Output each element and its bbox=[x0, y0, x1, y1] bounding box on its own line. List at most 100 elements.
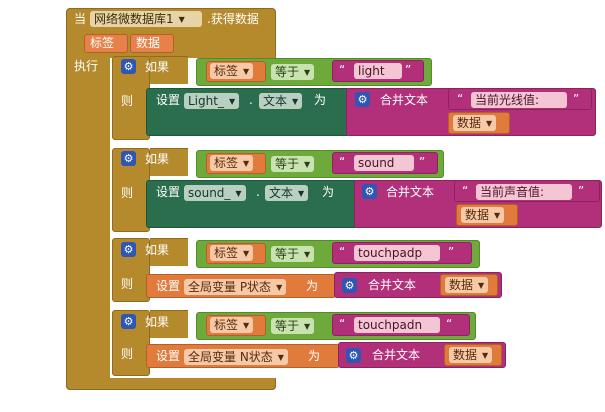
then-label: 则 bbox=[121, 347, 134, 361]
tag-dropdown-4-label: 标签 bbox=[214, 318, 239, 332]
join-var-field-2[interactable]: 数据▼ bbox=[461, 207, 505, 223]
join-var-field-1[interactable]: 数据 ▼ bbox=[453, 115, 497, 131]
join-label-3: 合并文本 bbox=[368, 278, 417, 292]
param-tag-label: 标签 bbox=[90, 36, 115, 50]
var-field-4[interactable]: 全局变量 N状态 ▼ bbox=[184, 349, 288, 365]
then-label: 则 bbox=[121, 277, 134, 291]
op-dropdown-4-label: 等于 bbox=[275, 319, 300, 333]
quote-open-1b: “ bbox=[457, 92, 464, 106]
join-var-field-3[interactable]: 数据 ▼ bbox=[445, 277, 489, 293]
component-field-1-label: Light_ bbox=[188, 94, 224, 108]
chevron-down-icon: ▼ bbox=[228, 96, 236, 106]
component-dropdown-label: 网络微数据库1 bbox=[94, 12, 174, 26]
gear-icon[interactable]: ⚙ bbox=[346, 348, 361, 363]
when-label: 当 bbox=[74, 12, 87, 26]
quote-open-2: “ bbox=[339, 155, 346, 169]
join-var-field-2-label: 数据 bbox=[465, 208, 490, 222]
chevron-down-icon: ▼ bbox=[482, 350, 489, 360]
chevron-down-icon: ▼ bbox=[486, 118, 493, 128]
var-field-3-label: 全局变量 P状态 bbox=[188, 280, 272, 294]
join-text-field-2[interactable]: 当前声音值: bbox=[476, 184, 572, 200]
chevron-down-icon: ▼ bbox=[298, 188, 305, 198]
quote-close-4: “ bbox=[446, 317, 453, 331]
gear-icon[interactable]: ⚙ bbox=[121, 151, 136, 166]
chevron-down-icon: ▼ bbox=[243, 158, 250, 168]
tag-dropdown-4[interactable]: 标签 ▼ bbox=[210, 317, 254, 333]
op-dropdown-2[interactable]: 等于▼ bbox=[271, 156, 315, 172]
prop-field-1-label: 文本 bbox=[263, 94, 288, 108]
param-data[interactable]: 数据 bbox=[130, 34, 174, 53]
component-field-2[interactable]: sound_ ▼ bbox=[184, 185, 246, 201]
quote-open-4: “ bbox=[339, 317, 346, 331]
quote-close-1: ” bbox=[405, 63, 412, 77]
tag-dropdown-3[interactable]: 标签▼ bbox=[210, 245, 254, 261]
chevron-down-icon: ▼ bbox=[277, 352, 284, 362]
then-label: 则 bbox=[121, 186, 134, 200]
param-data-label: 数据 bbox=[136, 36, 161, 50]
gear-icon[interactable]: ⚙ bbox=[342, 278, 357, 293]
join-var-field-1-label: 数据 bbox=[457, 116, 482, 130]
to-label-3: 为 bbox=[306, 279, 319, 293]
text-field-3-value: touchpadp bbox=[358, 246, 423, 260]
quote-close-2b: ” bbox=[578, 184, 585, 198]
prop-field-2[interactable]: 文本▼ bbox=[265, 185, 309, 201]
op-dropdown-1[interactable]: 等于▼ bbox=[271, 64, 315, 80]
op-dropdown-3[interactable]: 等于▼ bbox=[271, 246, 315, 262]
do-label: 执行 bbox=[74, 59, 99, 73]
set-label-4: 设置 bbox=[156, 349, 181, 363]
event-name-label: .获得数据 bbox=[207, 12, 259, 26]
text-field-3[interactable]: touchpadp bbox=[354, 245, 440, 261]
if-block-4-header bbox=[150, 310, 188, 338]
join-var-field-3-label: 数据 bbox=[449, 278, 474, 292]
op-dropdown-3-label: 等于 bbox=[275, 247, 300, 261]
join-var-field-4[interactable]: 数据 ▼ bbox=[449, 347, 493, 363]
text-field-1-value: light bbox=[358, 64, 385, 78]
join-text-field-2-value: 当前声音值: bbox=[480, 185, 545, 199]
then-label: 则 bbox=[121, 94, 134, 108]
join-label-2: 合并文本 bbox=[386, 185, 435, 199]
gear-icon[interactable]: ⚙ bbox=[121, 59, 136, 74]
tag-dropdown-1[interactable]: 标签▼ bbox=[210, 63, 254, 79]
gear-icon[interactable]: ⚙ bbox=[121, 242, 136, 257]
var-field-3[interactable]: 全局变量 P状态▼ bbox=[184, 279, 287, 295]
quote-open-2b: “ bbox=[462, 184, 469, 198]
if-label: 如果 bbox=[145, 60, 170, 74]
join-label-4: 合并文本 bbox=[372, 348, 421, 362]
quote-close-3: ” bbox=[448, 245, 455, 259]
component-field-1[interactable]: Light_ ▼ bbox=[184, 93, 240, 109]
chevron-down-icon: ▼ bbox=[243, 248, 250, 258]
prop-field-1[interactable]: 文本 ▼ bbox=[259, 93, 303, 109]
join-var-field-4-label: 数据 bbox=[453, 348, 478, 362]
if-label: 如果 bbox=[145, 243, 170, 257]
tag-dropdown-2[interactable]: 标签 ▼ bbox=[210, 155, 254, 171]
gear-icon[interactable]: ⚙ bbox=[355, 92, 370, 107]
gear-icon[interactable]: ⚙ bbox=[121, 314, 136, 329]
text-field-1[interactable]: light bbox=[354, 63, 402, 79]
tag-dropdown-2-label: 标签 bbox=[214, 156, 239, 170]
set-label-1: 设置 bbox=[156, 93, 181, 107]
text-field-2-value: sound bbox=[358, 156, 395, 170]
text-field-4[interactable]: touchpadn bbox=[354, 317, 440, 333]
chevron-down-icon: ▼ bbox=[243, 66, 250, 76]
chevron-down-icon: ▼ bbox=[243, 320, 250, 330]
dot-2: . bbox=[256, 185, 260, 199]
var-field-4-label: 全局变量 N状态 bbox=[188, 350, 273, 364]
if-label: 如果 bbox=[145, 315, 170, 329]
set-component-2[interactable] bbox=[146, 180, 358, 228]
component-field-2-label: sound_ bbox=[188, 186, 231, 200]
component-dropdown[interactable]: 网络微数据库1▼ bbox=[90, 11, 202, 27]
gear-icon[interactable]: ⚙ bbox=[362, 184, 377, 199]
chevron-down-icon: ▼ bbox=[292, 96, 299, 106]
text-field-4-value: touchpadn bbox=[358, 318, 423, 332]
if-block-1-header bbox=[150, 56, 188, 84]
op-dropdown-4[interactable]: 等于▼ bbox=[271, 318, 315, 334]
chevron-down-icon: ▼ bbox=[304, 67, 311, 77]
join-text-field-1[interactable]: 当前光线值: bbox=[471, 92, 567, 108]
param-tag[interactable]: 标签 bbox=[84, 34, 128, 53]
text-field-2[interactable]: sound bbox=[354, 155, 414, 171]
to-label-1: 为 bbox=[314, 93, 327, 107]
event-footer bbox=[66, 378, 276, 390]
chevron-down-icon: ▼ bbox=[235, 188, 242, 198]
chevron-down-icon: ▼ bbox=[478, 280, 485, 290]
if-block-2-header bbox=[150, 148, 188, 176]
